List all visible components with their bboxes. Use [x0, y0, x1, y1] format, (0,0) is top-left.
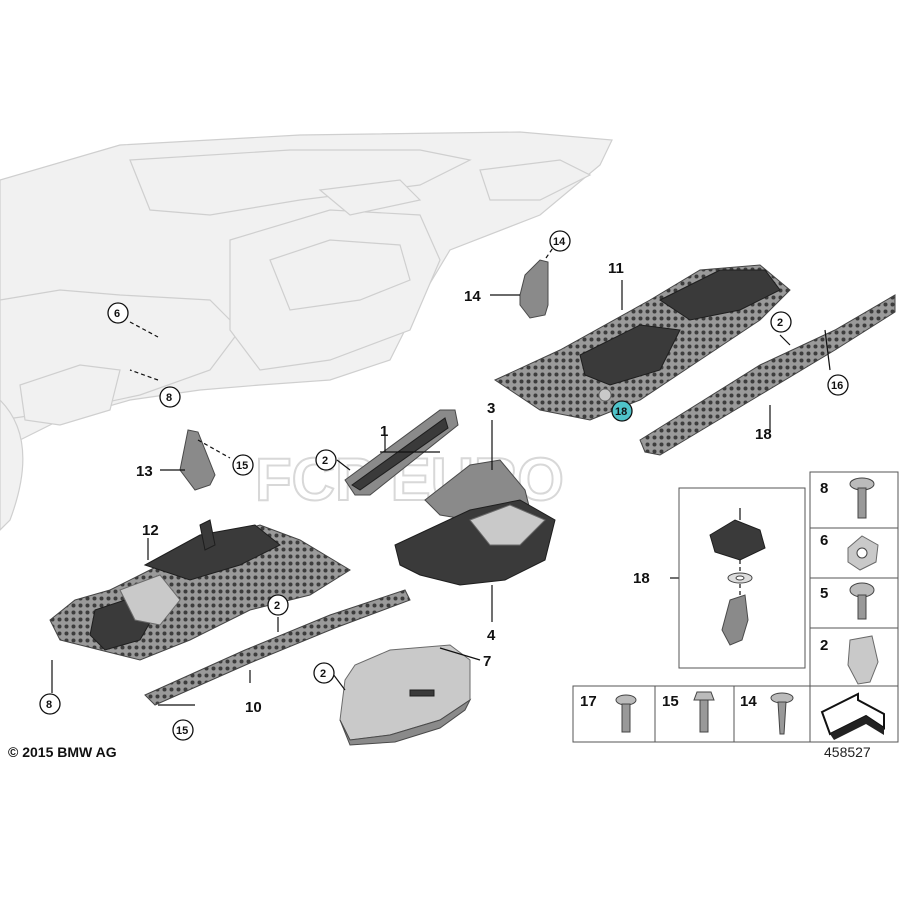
svg-text:13: 13: [136, 463, 153, 480]
svg-text:8: 8: [166, 392, 172, 404]
svg-text:16: 16: [831, 380, 843, 392]
part-labels: 1 3 4 7 11 12 13 14 10 18: [136, 260, 772, 716]
svg-text:18: 18: [615, 406, 627, 418]
copyright-text: © 2015 BMW AG: [8, 744, 117, 760]
svg-text:12: 12: [142, 522, 159, 539]
part-13-bracket: [519, 259, 549, 319]
svg-text:11: 11: [608, 260, 624, 277]
svg-text:3: 3: [487, 400, 495, 417]
svg-text:15: 15: [662, 693, 679, 710]
svg-text:14: 14: [553, 236, 566, 248]
svg-text:2: 2: [777, 317, 783, 329]
svg-text:2: 2: [320, 668, 326, 680]
circled-callouts: 6 8 14 15 2 2 16 18 2 2 8 15: [39, 230, 849, 741]
part-16-strip: [639, 294, 896, 456]
svg-text:2: 2: [322, 455, 328, 467]
svg-text:5: 5: [820, 585, 828, 602]
svg-text:1: 1: [380, 423, 388, 440]
svg-text:18: 18: [633, 570, 650, 587]
svg-text:14: 14: [740, 693, 757, 710]
svg-text:14: 14: [464, 288, 481, 305]
legend-bottom-row: 17 15 14: [572, 685, 899, 743]
svg-text:15: 15: [176, 725, 188, 737]
highlighted-callout-18: [611, 400, 633, 422]
svg-text:6: 6: [114, 308, 120, 320]
dashboard-ghost-illustration: [0, 131, 613, 531]
svg-text:18: 18: [755, 426, 772, 443]
part-10-trim-panel: [493, 264, 791, 421]
svg-text:4: 4: [487, 627, 496, 644]
part-11-lower-panel: [49, 519, 351, 661]
detail-box-18: 18: [633, 487, 806, 669]
svg-text:7: 7: [483, 653, 491, 670]
part-3-4-column-trim: [394, 459, 556, 586]
part-9-strip: [144, 589, 411, 706]
legend-right-column: 8 6 5 2: [809, 471, 899, 687]
svg-text:2: 2: [274, 600, 280, 612]
diagram-reference-number: 458527: [824, 744, 871, 760]
svg-text:17: 17: [580, 693, 597, 710]
svg-text:6: 6: [820, 532, 828, 549]
part-7-glovebox: [339, 644, 472, 746]
svg-text:2: 2: [820, 637, 828, 654]
leader-lines: [51, 244, 831, 706]
part-12-bracket: [179, 429, 216, 491]
svg-text:15: 15: [236, 460, 248, 472]
svg-text:10: 10: [245, 699, 262, 716]
svg-text:8: 8: [46, 699, 52, 711]
svg-text:8: 8: [820, 480, 828, 497]
